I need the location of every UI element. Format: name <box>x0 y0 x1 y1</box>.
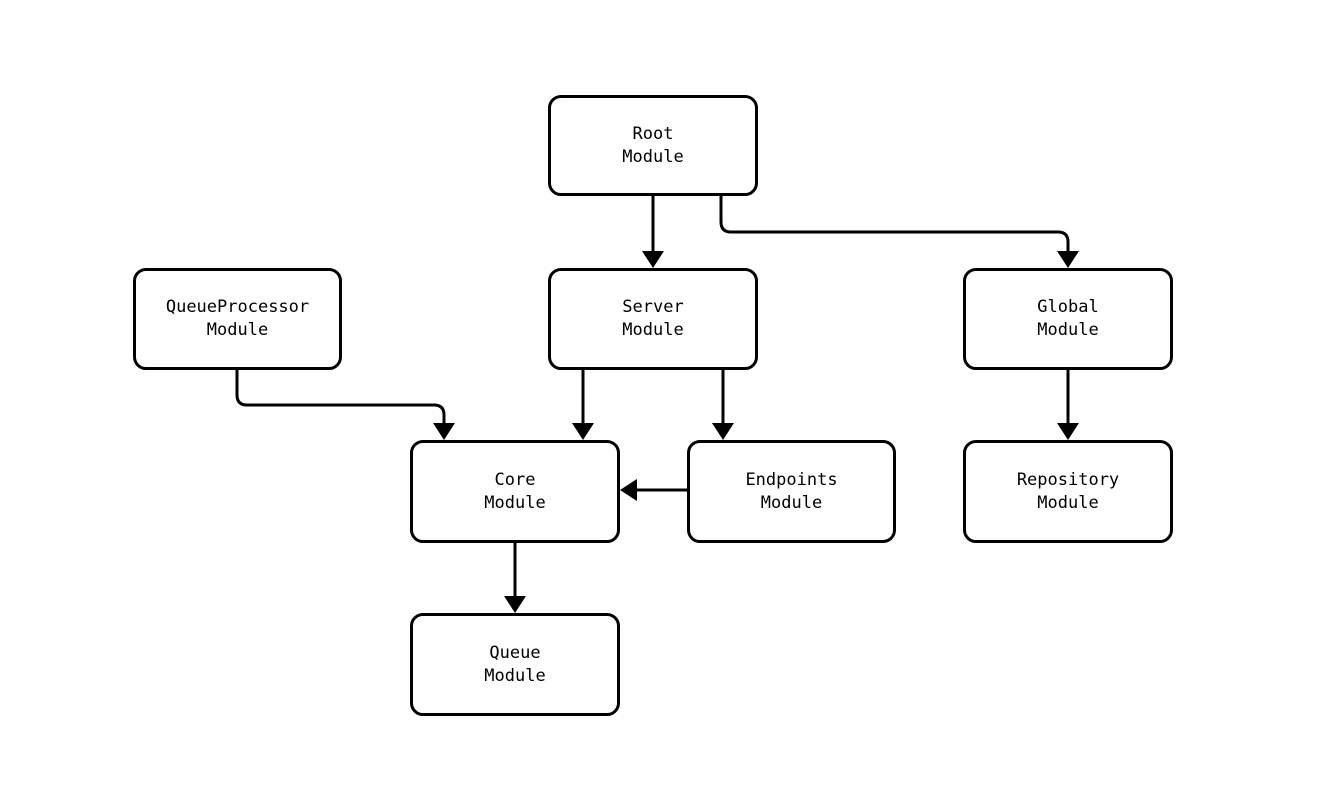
node-label-line2: Module <box>484 492 546 513</box>
node-label-line1: Global <box>1037 297 1099 317</box>
edge-line <box>235 370 446 424</box>
node-label-line1: Endpoints <box>745 469 838 490</box>
edge-arrowhead <box>572 423 594 440</box>
edge-arrowhead <box>1057 423 1079 440</box>
node-label-line2: Module <box>1037 492 1099 513</box>
edge-root-to-server <box>642 196 664 268</box>
edge-arrowhead <box>504 596 526 613</box>
edge-queueprocessor-to-core <box>235 370 455 440</box>
node-label-line2: Module <box>760 492 823 513</box>
node-label-line2: Module <box>206 320 269 340</box>
node-label-line1: QueueProcessor <box>165 297 310 317</box>
node-label-line2: Module <box>622 320 684 340</box>
edge-arrowhead <box>433 423 455 440</box>
node-label-line1: Core <box>494 469 536 490</box>
edge-root-to-global <box>719 196 1079 268</box>
node-label-line1: Server <box>622 297 684 317</box>
node-label-line2: Module <box>622 146 684 167</box>
edge-endpoints-to-core <box>620 479 687 501</box>
node-label-line1: Root <box>632 123 674 144</box>
edge-arrowhead <box>1057 251 1079 268</box>
node-label-line1: Repository <box>1016 469 1120 490</box>
edge-server-to-core <box>572 370 594 440</box>
edge-arrowhead <box>642 251 664 268</box>
node-label-line1: Queue <box>489 642 541 663</box>
node-label-line2: Module <box>484 665 546 686</box>
edge-core-to-queue <box>504 543 526 613</box>
edge-arrowhead <box>620 479 637 501</box>
edge-line <box>719 196 1070 252</box>
node-label-line2: Module <box>1037 320 1099 340</box>
edge-global-to-repository <box>1057 370 1079 440</box>
edge-server-to-endpoints <box>712 370 734 440</box>
edge-arrowhead <box>712 423 734 440</box>
